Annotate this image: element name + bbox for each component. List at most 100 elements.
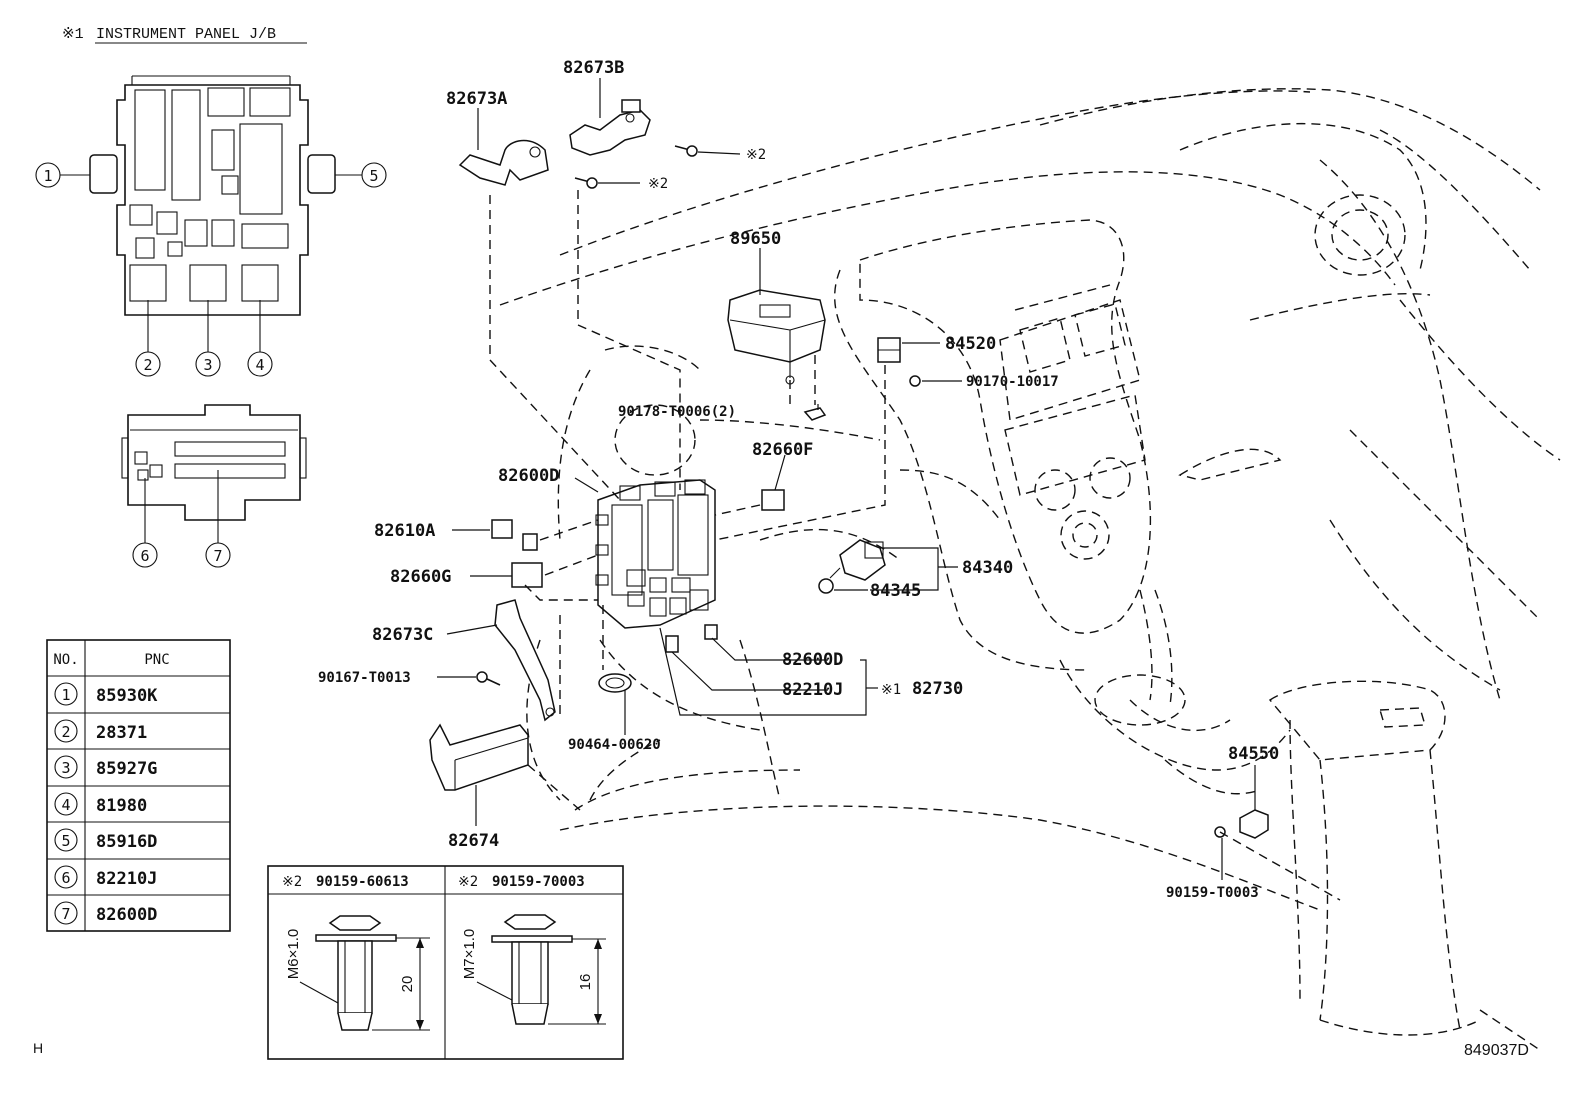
connector-82660G (511, 562, 543, 588)
label-90167-T0013: 90167-T0013 (318, 670, 411, 686)
bolt-2-drawing: 16 M7×1.0 (461, 914, 606, 1025)
inset-callout-1: 1 (35, 162, 90, 188)
bolt-1-thread: M6×1.0 (285, 929, 302, 979)
bolt-1-length: 20 (399, 976, 416, 993)
svg-text:2: 2 (143, 356, 152, 374)
screw-icon (674, 145, 741, 157)
bracket-82673A (458, 139, 549, 186)
table-row: 2 28371 (54, 719, 147, 743)
bracket-82673B (569, 99, 651, 156)
svg-text:4: 4 (61, 796, 70, 814)
label-note-2a: ※2 (746, 147, 766, 163)
label-82674: 82674 (448, 831, 499, 851)
pnc-table: NO. PNC 1 85930K 2 28371 3 85927G 4 8198… (46, 639, 231, 932)
clamp-90464 (598, 673, 632, 693)
svg-text:85916D: 85916D (96, 832, 157, 852)
label-90464-00620: 90464-00620 (568, 737, 661, 753)
bracket-82673C (494, 599, 556, 722)
bolt-detail-box: ※2 90159-60613 ※2 90159-70003 20 M6×1.0 (267, 865, 624, 1060)
svg-text:28371: 28371 (96, 723, 147, 743)
label-84520: 84520 (945, 334, 996, 354)
label-82660G: 82660G (390, 567, 451, 587)
label-82673A: 82673A (446, 89, 507, 109)
label-90159-T0003: 90159-T0003 (1166, 885, 1259, 901)
figure-id: 849037D (1464, 1042, 1529, 1059)
table-row: 5 85916D (54, 828, 157, 852)
bolt-1-part: 90159-60613 (316, 874, 409, 890)
svg-text:3: 3 (203, 356, 212, 374)
svg-text:6: 6 (140, 547, 149, 565)
sensor-84550 (1239, 809, 1269, 839)
svg-text:7: 7 (213, 547, 222, 565)
junction-block-side-view (121, 404, 307, 521)
inset-callout-5: 5 (335, 162, 387, 188)
connector-82600D-low (704, 624, 718, 640)
connector-82610A (491, 519, 513, 539)
clip-84345 (818, 578, 834, 594)
svg-text:5: 5 (61, 832, 70, 850)
bolt-2-length: 16 (577, 974, 594, 991)
svg-text:1: 1 (61, 686, 70, 704)
bolt-2-thread: M7×1.0 (461, 929, 478, 979)
svg-text:2: 2 (61, 723, 70, 741)
table-row: 6 82210J (54, 865, 157, 889)
svg-text:82600D: 82600D (96, 905, 157, 925)
table-row: 7 82600D (54, 901, 157, 925)
connector-82660F (761, 489, 785, 511)
svg-text:3: 3 (61, 759, 70, 777)
label-82660F: 82660F (752, 440, 813, 460)
label-82730: 82730 (912, 679, 963, 699)
bolt-90167 (476, 671, 501, 686)
inset-callout-7: 7 (205, 470, 231, 568)
svg-text:※2: ※2 (282, 874, 302, 890)
assembly-lines (489, 190, 1341, 901)
label-90170-10017: 90170-10017 (966, 374, 1059, 390)
leader-lines (437, 78, 1256, 880)
label-82673B: 82673B (563, 58, 624, 78)
label-82210J: 82210J (782, 680, 843, 700)
label-note-2b: ※2 (648, 176, 668, 192)
screw-icon (574, 177, 640, 189)
svg-text:82210J: 82210J (96, 869, 157, 889)
inset-callout-3: 3 (195, 300, 221, 377)
label-82600D-low: 82600D (782, 650, 843, 670)
svg-text:7: 7 (61, 905, 70, 923)
inset-callout-2: 2 (135, 300, 161, 377)
label-82610A: 82610A (374, 521, 435, 541)
svg-text:5: 5 (369, 167, 378, 185)
label-84345: 84345 (870, 581, 921, 601)
bolt-1-drawing: 20 M6×1.0 (285, 915, 430, 1031)
table-row: 3 85927G (54, 755, 157, 779)
svg-text:81980: 81980 (96, 796, 147, 816)
ecu-89650 (727, 289, 826, 385)
junction-block-top-view (89, 75, 336, 316)
inset-note-mark: ※1 (62, 26, 84, 43)
svg-text:4: 4 (255, 356, 264, 374)
label-89650: 89650 (730, 229, 781, 249)
inset-title-text: INSTRUMENT PANEL J/B (96, 26, 276, 43)
label-82673C: 82673C (372, 625, 433, 645)
table-header-pnc: PNC (144, 652, 169, 668)
label-82600D-top: 82600D (498, 466, 559, 486)
table-row: 1 85930K (54, 682, 158, 706)
label-82730-note: ※1 (881, 682, 901, 698)
connector-82210J (665, 635, 679, 653)
inset-callout-6: 6 (132, 478, 158, 568)
inset-title: ※1 INSTRUMENT PANEL J/B (62, 26, 307, 44)
svg-text:※2: ※2 (458, 874, 478, 890)
bolt-2-part: 90159-70003 (492, 874, 585, 890)
label-90178-T0006: 90178-T0006(2) (618, 404, 736, 420)
svg-text:85930K: 85930K (96, 686, 158, 706)
svg-text:1: 1 (43, 167, 52, 185)
nut-90170 (909, 375, 921, 387)
bracket-82674 (429, 723, 529, 791)
clip-90178 (803, 407, 827, 421)
inset-callout-4: 4 (247, 300, 273, 377)
footer-left-code: H (33, 1040, 43, 1056)
label-84550: 84550 (1228, 744, 1279, 764)
svg-text:85927G: 85927G (96, 759, 157, 779)
svg-text:6: 6 (61, 869, 70, 887)
dashboard-outline (499, 88, 1561, 1051)
switch-84520 (877, 337, 901, 363)
